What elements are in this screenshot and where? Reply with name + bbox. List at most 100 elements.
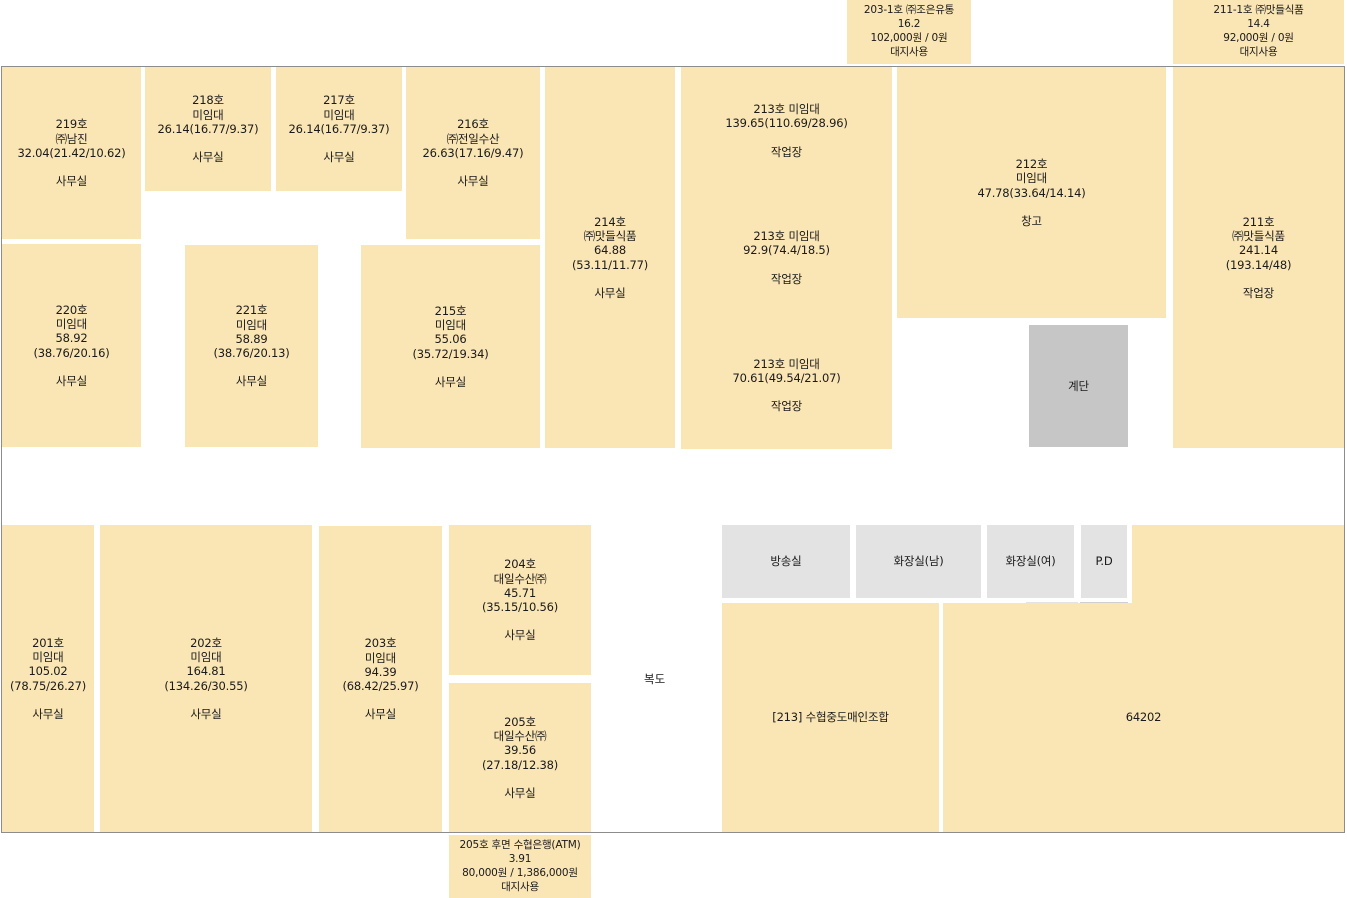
room-text-line: (35.15/10.56)	[481, 600, 559, 615]
room-text-line: (68.42/25.97)	[342, 679, 419, 694]
room-text-line: 16.2	[897, 18, 921, 30]
room-text-line: 대지사용	[501, 880, 539, 893]
room-text-line: 216호	[457, 117, 489, 132]
room-text-line: 사무실	[55, 174, 88, 189]
room-text-line	[17, 160, 125, 174]
room-text-line: 미임대	[32, 650, 64, 665]
broadcast-room[interactable]: 방송실	[722, 525, 850, 598]
room-right-upper[interactable]	[1132, 525, 1344, 603]
room-text-line: 대지사용	[890, 46, 928, 58]
room-text-line: 45.71	[504, 585, 536, 600]
room-text-line: 사무실	[32, 706, 64, 721]
room-text-line: (38.76/20.13)	[213, 346, 290, 361]
room-text-line	[482, 772, 558, 786]
room-text-line: 계단	[1068, 378, 1089, 393]
room-text-line	[213, 360, 289, 374]
room-text-line: 211호	[1242, 214, 1275, 229]
room-text-line	[572, 272, 648, 286]
room-text-line: 217호	[323, 93, 355, 108]
room-text-line: 사무실	[55, 373, 88, 388]
room-text-line: 64.88	[594, 243, 626, 258]
room-text-line: (134.26/30.55)	[164, 678, 248, 693]
room-64202[interactable]: 64202	[943, 603, 1344, 832]
room-text-line: 작업장	[1242, 285, 1275, 300]
room-text-line: 3.91	[508, 852, 532, 865]
room-text-line: 사무실	[504, 785, 536, 800]
room-text-line: 미임대	[1015, 171, 1048, 186]
room-text-line: ㈜남진	[55, 131, 88, 146]
pd-shaft-1[interactable]: P.D	[1081, 525, 1127, 598]
room-text-line: 80,000원 / 1,386,000원	[462, 866, 578, 879]
room-text-line: 213호 미임대	[753, 102, 820, 117]
room-text-line: 미임대	[192, 107, 224, 122]
room-text-line	[732, 385, 840, 399]
room-text-line: 화장실(여)	[1005, 554, 1056, 569]
room-text-line: ㈜전일수산	[446, 131, 500, 146]
toilet-women[interactable]: 화장실(여)	[987, 525, 1074, 598]
room-text-line: 58.89	[235, 331, 268, 346]
room-text-line: 사무실	[190, 706, 222, 721]
room-text-line: 사무실	[192, 150, 224, 165]
room-text-line: 미임대	[190, 650, 222, 665]
room-text-line: 사무실	[504, 628, 536, 643]
room-text-line: 70.61(49.54/21.07)	[732, 370, 841, 385]
room-text-line: 139.65(110.69/28.96)	[725, 116, 848, 131]
room-suhyup[interactable]: [213] 수협중도매인조합	[722, 603, 939, 832]
room-text-line: (38.76/20.16)	[33, 345, 110, 360]
room-text-line: 203-1호 ㈜조은유통	[863, 4, 955, 16]
room-text-line	[482, 614, 558, 628]
room-text-line	[164, 693, 247, 707]
room-text-line: 미임대	[364, 650, 397, 665]
room-text-line: 220호	[55, 302, 88, 317]
room-text-line: 92.9(74.4/18.5)	[743, 243, 830, 258]
room-text-line: 92,000원 / 0원	[1223, 32, 1294, 44]
room-text-line: [213] 수협중도매인조합	[772, 710, 889, 725]
room-text-line	[1226, 272, 1292, 286]
room-text-line: 대일수산㈜	[493, 729, 547, 744]
room-text-line: 사무실	[364, 707, 397, 722]
room-text-line: 대지사용	[1239, 46, 1278, 58]
room-text-line: 213호 미임대	[753, 356, 820, 371]
room-text-line	[10, 693, 86, 707]
room-text-line	[977, 200, 1085, 214]
room-text-line: 214호	[594, 214, 626, 229]
stairs[interactable]: 계단	[1029, 325, 1128, 447]
room-text-line: 화장실(남)	[893, 554, 944, 569]
room-text-line: 32.04(21.42/10.62)	[17, 146, 126, 160]
room-text-line: 204호	[504, 557, 536, 572]
room-text-line: (27.18/12.38)	[481, 757, 559, 772]
room-text-line: 105.02	[28, 664, 68, 679]
room-text-line: 203호	[364, 636, 397, 651]
room-text-line	[423, 160, 524, 174]
room-text-line: 26.63(17.16/9.47)	[422, 146, 524, 160]
toilet-men[interactable]: 화장실(남)	[856, 525, 981, 598]
room-text-line: 205호	[504, 714, 536, 729]
room-text-line: ㈜맛들식품	[583, 229, 637, 244]
room-text-line: 218호	[192, 93, 224, 108]
room-text-line: 241.14	[1238, 243, 1279, 258]
room-text-line	[342, 693, 418, 707]
room-text-line: 202호	[190, 635, 222, 650]
room-text-line: 사무실	[457, 174, 489, 189]
